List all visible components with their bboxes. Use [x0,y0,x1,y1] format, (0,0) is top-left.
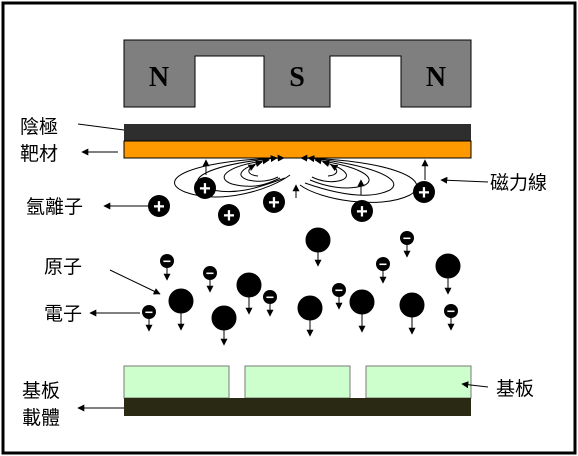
svg-text:−: − [206,265,214,281]
svg-text:−: − [335,282,343,298]
target-plate [123,140,472,159]
minus-electron-icon: − [142,304,156,332]
svg-text:−: − [163,253,171,269]
substrate-label-right: 基板 [496,378,534,400]
magnet-pole-s: S [289,62,305,93]
atom-icon [349,289,375,333]
substrate-block [365,365,472,399]
svg-text:+: + [268,192,280,214]
ion-group: + + + + + + [148,177,435,227]
electrons-label: 電子 [44,303,82,325]
substrate-block [123,365,230,399]
magnet-pole-n-right: N [426,62,446,93]
carrier-label: 載體 [22,407,60,429]
target-label: 靶材 [20,143,58,165]
svg-text:−: − [447,303,455,319]
minus-electron-icon: − [400,230,414,258]
label-leaders [77,123,489,412]
svg-text:−: − [266,289,274,305]
plus-ion-icon: + [148,195,170,218]
minus-electron-icon: − [332,282,346,310]
minus-electron-icon: − [203,265,217,293]
atom-icon [399,292,425,335]
magnet-pole-n-left: N [149,62,169,93]
minus-electron-icon: − [263,289,277,317]
svg-text:−: − [379,256,387,272]
plus-ion-icon: + [413,181,435,204]
plus-ion-icon: + [194,177,216,200]
svg-text:−: − [403,230,411,246]
svg-text:+: + [418,182,430,204]
magnet [123,39,472,108]
minus-electron-icon: − [376,256,390,284]
minus-electron-icon: − [160,253,174,281]
atom-icon [305,227,331,267]
svg-text:+: + [356,201,368,223]
substrate-label-left: 基板 [22,380,60,402]
field-lines-label: 磁力線 [490,172,547,194]
magnetic-field-lines [174,154,429,203]
atom-icon [168,288,194,331]
cathode-label: 陰極 [20,116,58,138]
atom-icon [297,295,323,337]
svg-text:+: + [223,205,235,227]
atom-icon [435,253,461,295]
minus-electron-icon: − [444,303,458,331]
svg-text:+: + [199,178,211,200]
cathode-plate [124,124,471,141]
svg-text:+: + [153,196,165,218]
atom-group [168,227,461,346]
plus-ion-icon: + [263,191,285,214]
ions-label: 氬離子 [26,196,83,218]
atom-icon [211,305,237,346]
plus-ion-icon: + [351,200,373,223]
electron-group: − − − − − − − − [142,230,458,332]
atoms-label: 原子 [44,256,82,278]
atom-icon [236,272,262,315]
carrier-plate [124,398,471,416]
plus-ion-icon: + [218,204,240,227]
substrate-block [244,365,351,399]
svg-text:−: − [145,304,153,320]
